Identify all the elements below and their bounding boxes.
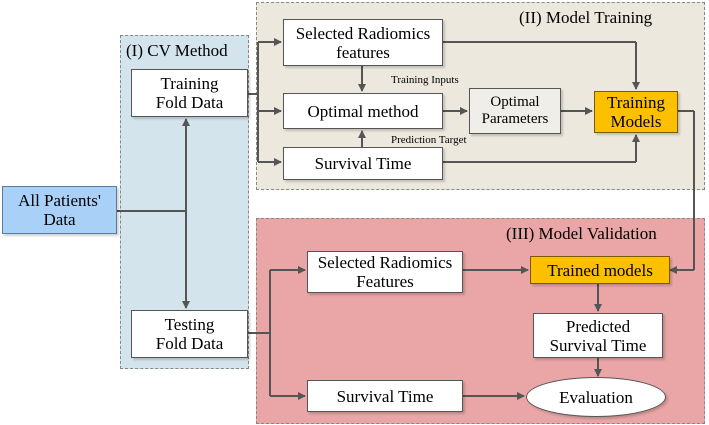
training-inputs-label: Training Inputs <box>391 74 459 86</box>
selected-features-training-node: Selected Radiomics features <box>283 19 443 66</box>
evaluation-node: Evaluation <box>526 377 666 417</box>
all-patients-data-label: All Patients' Data <box>18 191 101 229</box>
training-fold-data-node: Training Fold Data <box>131 69 248 117</box>
evaluation-label: Evaluation <box>559 387 633 407</box>
survival-time-validation-node: Survival Time <box>307 380 463 412</box>
training-fold-data-label: Training Fold Data <box>155 74 224 112</box>
optimal-method-node: Optimal method <box>283 93 443 129</box>
predicted-survival-time-node: Predicted Survival Time <box>533 313 663 358</box>
survival-time-validation-label: Survival Time <box>336 386 434 406</box>
training-models-label: Training Models <box>607 93 665 131</box>
model-training-title: (II) Model Training <box>519 8 653 27</box>
trained-models-node: Trained models <box>530 256 670 284</box>
selected-features-training-label: Selected Radiomics features <box>295 23 431 62</box>
trained-models-label: Trained models <box>547 260 653 280</box>
selected-features-validation-label: Selected Radiomics Features <box>317 253 453 291</box>
training-models-node: Training Models <box>594 91 678 133</box>
testing-fold-data-node: Testing Fold Data <box>131 310 248 358</box>
survival-time-training-label: Survival Time <box>314 154 412 173</box>
predicted-survival-time-label: Predicted Survival Time <box>549 316 647 355</box>
optimal-method-label: Optimal method <box>307 101 419 121</box>
optimal-parameters-label: Optimal Parameters <box>481 94 549 127</box>
selected-features-validation-node: Selected Radiomics Features <box>307 251 463 293</box>
cv-method-title: (I) CV Method <box>126 41 228 60</box>
model-validation-title: (III) Model Validation <box>506 224 657 243</box>
optimal-parameters-node: Optimal Parameters <box>469 88 561 134</box>
all-patients-data-node: All Patients' Data <box>2 186 117 234</box>
survival-time-training-node: Survival Time <box>283 147 443 180</box>
testing-fold-data-label: Testing Fold Data <box>155 315 224 353</box>
prediction-target-label: Prediction Target <box>391 134 467 146</box>
